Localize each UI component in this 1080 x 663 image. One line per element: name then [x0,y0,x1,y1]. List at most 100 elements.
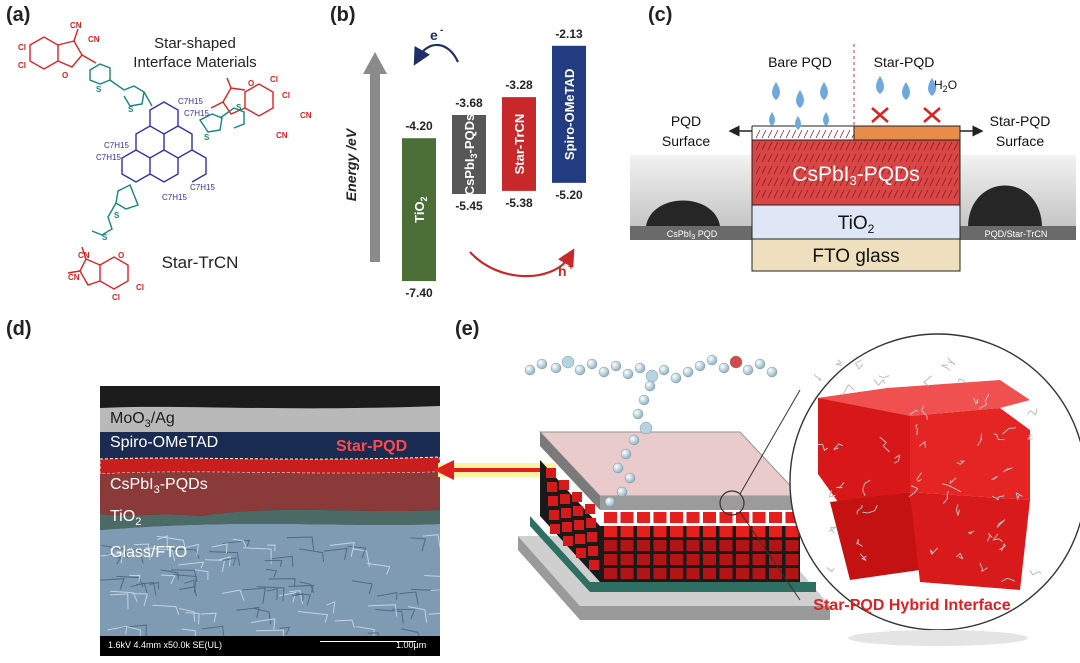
perovskite-cube [587,532,597,542]
alkyl-label: C7H15 [178,97,203,106]
alkyl-label: C7H15 [184,109,209,118]
sem-instrument-info: 1.6kV 4.4mm x50.0k SE(UL) [108,640,222,650]
perovskite-cube [559,480,569,490]
perovskite-cube [621,540,634,551]
molecule-atom [605,497,615,507]
molecule-atom [639,395,649,405]
perovskite-cube [637,568,650,579]
atom-cn: CN [88,35,100,44]
molecule-atom [625,473,635,483]
perovskite-cube [563,536,573,546]
atom-cl: Cl [112,293,120,302]
atom-o: O [118,251,124,260]
level-top-value: -3.28 [505,78,533,92]
perovskite-cube [654,526,667,537]
perovskite-cube [786,554,799,565]
molecule-atom [640,422,652,434]
alkyl-label: C7H15 [190,183,215,192]
perovskite-cube [654,512,667,523]
ligand-stroke [774,130,778,138]
perovskite-cube [703,512,716,523]
molecule-atom [645,381,655,391]
perovskite-cube [637,540,650,551]
perovskite-cube [769,526,782,537]
perovskite-cube [670,526,683,537]
atom-cn: CN [70,21,82,30]
material-name: Spiro-OMeTAD [562,69,577,160]
molecule-atom [537,359,547,369]
atom-cn: CN [68,273,80,282]
perovskite-cube [588,546,598,556]
perovskite-cube [589,560,599,570]
ligand-stroke [786,130,790,138]
molecule-atom [755,359,765,369]
energy-axis-label: Energy /eV [343,127,359,201]
perovskite-cube [753,512,766,523]
electron-transfer-arrow [418,45,458,62]
fto-glass-label: FTO glass [812,246,899,267]
molecule-atom [525,365,535,375]
perovskite-cube [548,496,558,506]
atom-cn: CN [78,251,90,260]
molecule-atom [633,409,643,419]
perovskite-cube [575,534,585,544]
perovskite-cube [753,526,766,537]
ligand-stroke [828,130,832,138]
perovskite-cube [687,526,700,537]
zoom-cube [910,492,1030,590]
water-drop-icon [772,82,780,100]
panel-a-molecule: Star-shaped Interface Materials Star-TrC… [0,0,330,310]
perovskite-cube [769,568,782,579]
molecule-atom [707,355,717,365]
atom-o: O [62,71,68,80]
ligand-stroke [762,130,766,138]
perovskite-cube [786,568,799,579]
perovskite-cube [769,512,782,523]
molecule-atom [695,361,705,371]
zoom-cube [910,408,1030,500]
perovskite-cube [621,526,634,537]
perovskite-cube [720,526,733,537]
atom-o: O [248,79,254,88]
alkyl-chain-labels: C7H15 C7H15 C7H15 C7H15 C7H15 C7H15 [96,97,215,202]
pqd-layer-label: CsPbI3-PQDs [792,163,919,188]
water-drop-icon [820,82,828,100]
molecule-atom [730,356,742,368]
perovskite-cube [736,554,749,565]
water-drop-icon [823,112,829,126]
left-surface-label-1: PQD [671,113,701,129]
ligand-stroke [768,130,772,138]
perovskite-cube [753,554,766,565]
ligand-stroke [756,130,760,138]
water-drop-icon [796,90,804,108]
perovskite-cube [753,540,766,551]
water-drops-on-surface [769,112,829,130]
bare-pqd-label: Bare PQD [768,54,832,70]
ligand-stroke [798,130,802,138]
panel-label-d: (d) [6,318,32,341]
molecule-name: Star-TrCN [162,253,239,272]
atom-cl: Cl [282,91,290,100]
electron-charge: - [440,25,443,36]
molecule-atom [551,363,561,373]
perovskite-cube [585,504,595,514]
perovskite-cube [604,526,617,537]
perovskite-cube [736,540,749,551]
perovskite-cube [621,512,634,523]
ligand-stroke [840,130,844,138]
perovskite-cube [687,512,700,523]
molecule-atom [613,463,623,473]
molecule-atom [767,367,777,377]
sem-spiro-label: Spiro-OMeTAD [110,434,218,452]
ligand-stroke [792,130,796,138]
right-surface-label-2: Surface [996,133,1044,149]
atom-s: S [204,133,210,142]
atom-cn: CN [276,131,288,140]
ligand-stroke [846,130,850,138]
sulfur-atoms: S S S S S S [96,85,242,242]
water-drop-icon [795,116,801,130]
perovskite-cube [637,554,650,565]
sem-star-pqd-layer [100,457,440,474]
water-drop-icon [769,112,775,126]
perovskite-cube [604,554,617,565]
